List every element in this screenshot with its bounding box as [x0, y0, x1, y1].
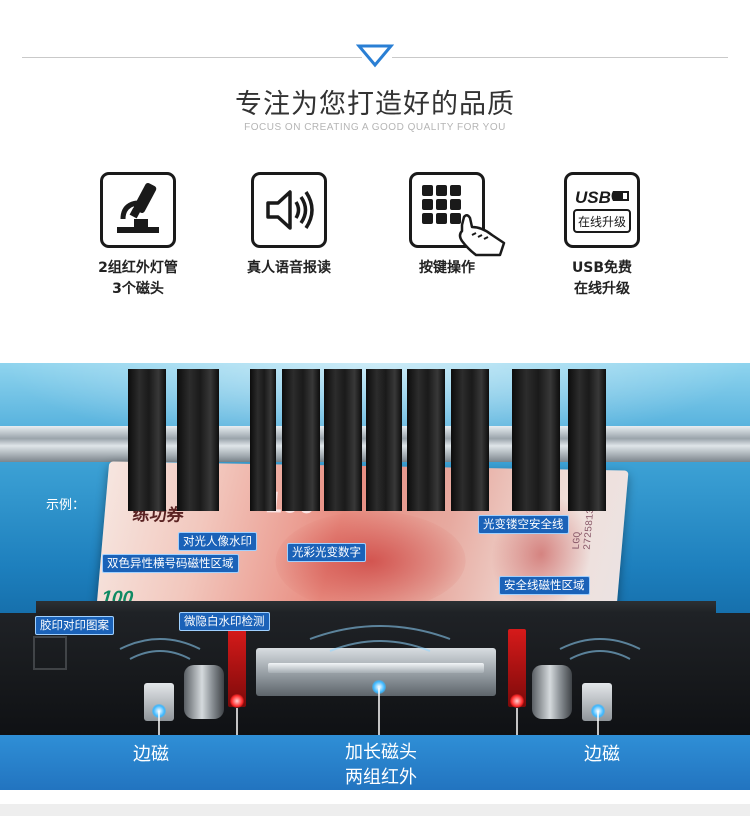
example-label: 示例： — [46, 498, 86, 513]
feature-label: 真人语音报读 — [247, 260, 331, 276]
label-side-magnet-left: 边磁 — [133, 744, 169, 765]
ir-tube-left — [228, 629, 246, 707]
feature-ir-magnet: 2组红外灯管 3个磁头 — [73, 172, 203, 300]
callout-portrait-watermark: 对光人像水印 — [178, 532, 257, 551]
detection-arcs — [119, 625, 641, 776]
feature-label: 在线升级 — [574, 281, 630, 297]
usb-icon-text: USB — [575, 188, 611, 207]
callout-security-thread-magnetic: 安全线磁性区域 — [499, 576, 590, 595]
callout-two-color-magnetic: 双色异性横号码磁性区域 — [102, 554, 239, 573]
label-long-magnet-head: 加长磁头 — [345, 742, 417, 763]
down-triangle-icon — [356, 44, 394, 68]
callout-offset-print: 胶印对印图案 — [35, 616, 114, 635]
label-two-ir-groups: 两组红外 — [345, 767, 417, 788]
feature-label: 2组红外灯管 — [98, 260, 178, 276]
section-title: 专注为您打造好的品质 — [235, 89, 515, 120]
label-side-magnet-right: 边磁 — [584, 744, 620, 765]
speaker-icon — [251, 172, 327, 248]
product-demo-image: 练功券 LGQ 27258137 LGQ 27258137 100 100 示例… — [0, 363, 750, 790]
section-subtitle: FOCUS ON CREATING A GOOD QUALITY FOR YOU — [244, 122, 506, 133]
feature-label: USB免费 — [571, 260, 633, 276]
feature-label: 按键操作 — [419, 260, 475, 276]
machine-logo-icon — [33, 636, 67, 670]
microscope-icon — [100, 172, 176, 248]
feed-rollers — [0, 363, 750, 513]
right-wheel — [532, 665, 572, 719]
ir-tube-right — [508, 629, 526, 707]
feature-usb: USB 在线升级 USB免费 在线升级 — [537, 172, 667, 300]
callout-color-shift-digit: 光彩光变数字 — [287, 543, 366, 562]
header-divider-right — [392, 57, 728, 58]
feature-voice: 真人语音报读 — [224, 172, 354, 279]
callout-micro-white-watermark: 微隐白水印检测 — [179, 612, 270, 631]
header-divider-left — [22, 57, 362, 58]
left-wheel — [184, 665, 224, 719]
label-band — [0, 735, 750, 790]
feature-keypad: 按键操作 — [382, 172, 512, 279]
footer-spacer — [0, 790, 750, 822]
usb-icon-subtext: 在线升级 — [578, 215, 626, 229]
keypad-hand-icon — [409, 172, 506, 257]
feature-label: 3个磁头 — [112, 281, 164, 297]
callout-colorshift-thread: 光变镂空安全线 — [478, 515, 569, 534]
usb-upgrade-icon: USB 在线升级 — [564, 172, 640, 248]
